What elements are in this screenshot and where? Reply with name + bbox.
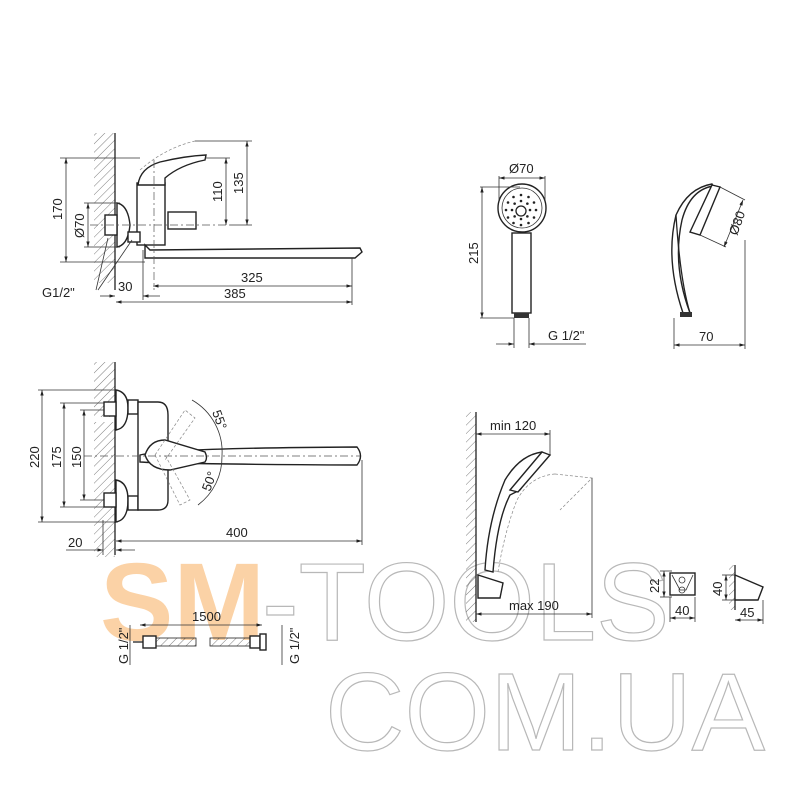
shower-hose: 1500 G 1/2" G 1/2"	[116, 609, 302, 665]
dim-175: 175	[49, 446, 64, 468]
dim-170: 170	[50, 198, 65, 220]
nozzle-dot	[513, 202, 516, 205]
dim-30: 30	[118, 279, 132, 294]
wall-mounted-shower: min 120 max 190	[466, 412, 593, 622]
dim-135: 135	[231, 172, 246, 194]
nozzle-dot	[512, 195, 515, 199]
spout	[144, 243, 363, 259]
dim-holder-40: 40	[675, 603, 689, 618]
nozzle-dot	[532, 201, 536, 204]
nozzle-dot	[513, 215, 516, 218]
dim-side-70: 70	[699, 329, 713, 344]
hose-thread-right: G 1/2"	[287, 627, 302, 664]
dim-22: 22	[647, 579, 662, 593]
dim-min-120: min 120	[490, 418, 536, 433]
shower-head-front: Ø70 215 G 1/2"	[466, 161, 586, 348]
lever-handle	[137, 154, 207, 186]
dim-215: 215	[466, 242, 481, 264]
dim-20: 20	[68, 535, 82, 550]
nozzle-dot	[519, 217, 523, 221]
nozzle-dot	[526, 215, 529, 218]
dim-flange-dia: Ø70	[72, 213, 87, 238]
watermark-tools: -TOOLS	[262, 541, 670, 664]
shower-holder: 22 40 40 45	[647, 565, 764, 624]
angle-50: 50°	[199, 469, 220, 493]
dim-220: 220	[27, 446, 42, 468]
dim-45: 45	[740, 605, 754, 620]
nozzle-dot	[506, 216, 510, 219]
mixer-front-view: 55° 50° 220 175 150 400 20	[27, 362, 363, 557]
nozzle-dot	[534, 208, 538, 212]
watermark-domain: COM.UA	[325, 651, 766, 774]
nozzle-dot	[506, 201, 510, 204]
nozzle-dot	[519, 193, 523, 197]
dim-head-dia: Ø70	[509, 161, 534, 176]
nozzle-dot	[512, 221, 515, 225]
dim-400: 400	[226, 525, 248, 540]
nozzle-dot	[528, 208, 532, 212]
nozzle-dot	[527, 221, 530, 225]
angle-55: 55°	[209, 408, 230, 432]
dim-shower-thread: G 1/2"	[548, 328, 585, 343]
nozzle-dot	[532, 216, 536, 219]
mixer-side-view: 170 Ø70 110 135 G1/2" 30 325 385	[42, 133, 363, 305]
dim-325: 325	[241, 270, 263, 285]
lever-front	[144, 439, 208, 471]
nozzle-dot	[519, 223, 523, 227]
nozzle-dot	[510, 208, 514, 212]
watermark: SM -TOOLS COM.UA	[100, 540, 766, 774]
hose-thread-left: G 1/2"	[116, 627, 131, 664]
dim-side-40: 40	[710, 582, 725, 596]
nozzle-dot	[519, 199, 523, 203]
nozzle-dot	[504, 208, 508, 212]
nozzle-dot	[527, 195, 530, 199]
dim-max-190: max 190	[509, 598, 559, 613]
shower-head-side: Ø80 70	[671, 183, 749, 349]
dim-thread: G1/2"	[42, 285, 75, 300]
dim-150: 150	[69, 446, 84, 468]
dim-side-dia: Ø80	[726, 209, 749, 237]
wall-hatch	[94, 133, 115, 283]
dim-385: 385	[224, 286, 246, 301]
dim-110: 110	[210, 181, 225, 202]
nozzle-dot	[526, 202, 529, 205]
dim-1500: 1500	[192, 609, 221, 624]
